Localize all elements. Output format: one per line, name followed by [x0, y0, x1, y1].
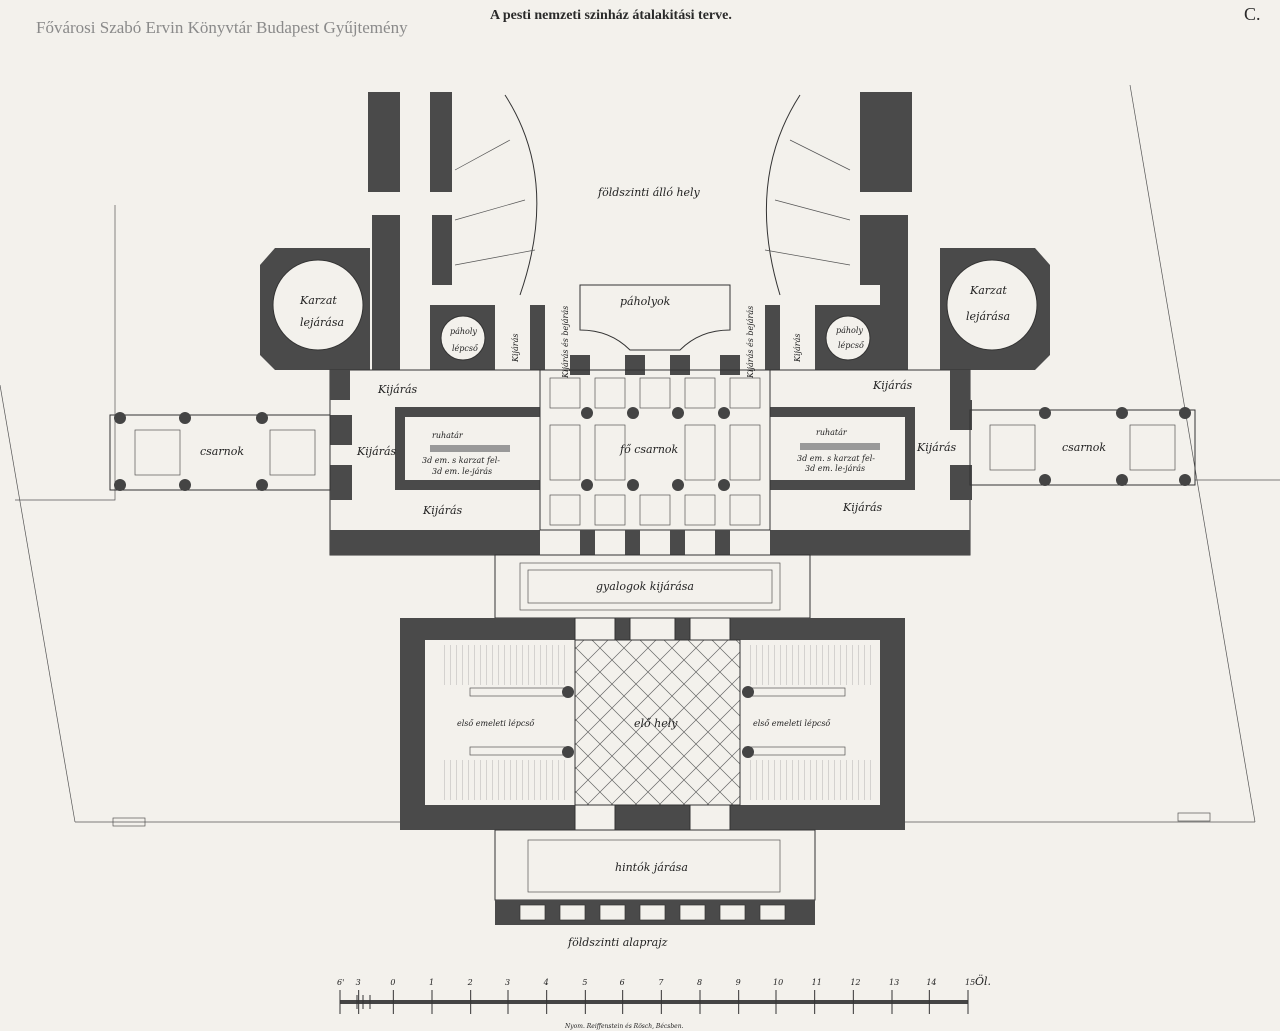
scale-tick-label: 5 [582, 978, 587, 987]
label-exit-ne: Kijárás [872, 379, 913, 392]
label-box-stair-left: páholy [450, 327, 477, 336]
scale-tick-label: 4 [543, 978, 549, 987]
main-hall-block [329, 369, 972, 556]
scale-tick-label: 0 [390, 978, 395, 987]
label-box-stair-right: páholy [836, 326, 863, 335]
label-cloakroom-right: ruhatár [816, 428, 848, 437]
side-hall-right [969, 407, 1196, 486]
label-front-area: elő hely [634, 717, 678, 730]
label-exit-e: Kijárás [916, 441, 957, 454]
pedestrian-exit [494, 554, 811, 619]
scale-tick-label: 6 [620, 978, 625, 987]
label-carriage-way: hintók járása [615, 861, 688, 874]
scale-unit: Öl. [975, 974, 991, 988]
carriage-way [494, 829, 816, 925]
label-main-hall: fő csarnok [619, 443, 679, 456]
label-gallery-up-left: 3d em. s karzat fel- [422, 456, 500, 465]
scale-tick-label: 9 [736, 978, 741, 987]
gallery-stair-right [940, 248, 1050, 370]
scale-tick-label: 1 [429, 978, 434, 987]
label-box-stair-right-2: lépcső [838, 341, 865, 350]
label-gallery-down-left: 3d em. le-járás [432, 467, 492, 476]
label-exit-sw: Kijárás [422, 504, 463, 517]
label-exit-se: Kijárás [842, 501, 883, 514]
label-gallery-stair-left-2: lejárása [300, 316, 344, 329]
scale-tick-label: 12 [850, 978, 860, 987]
label-exit-w: Kijárás [356, 445, 397, 458]
scale-tick-label: 3 [356, 978, 361, 987]
scale-tick-label: 14 [926, 978, 936, 987]
label-gallery-stair-left: Karzat [299, 294, 337, 307]
label-pedestrian-exit: gyalogok kijárása [596, 580, 694, 593]
label-exit-vertical-left: Kijárás [511, 334, 520, 363]
label-gallery-stair-right-2: lejárása [966, 310, 1010, 323]
label-gallery-down-right: 3d em. le-járás [805, 464, 865, 473]
gallery-stair-left [260, 248, 370, 370]
scale-tick-label: 8 [697, 978, 702, 987]
scale-tick-label: 15 [965, 978, 975, 987]
label-exit-entry-right: Kijárás és bejárás [746, 306, 755, 379]
label-cloakroom-left: ruhatár [432, 431, 464, 440]
vestibule-block [400, 617, 905, 831]
label-hall-right: csarnok [1062, 441, 1106, 454]
scale-tick-label: 10 [773, 978, 783, 987]
scale-tick-label: 13 [889, 978, 899, 987]
label-hall-left: csarnok [200, 445, 244, 458]
plan-caption: földszinti alaprajz [567, 936, 668, 949]
plan-title: A pesti nemzeti szinház átalakitási terv… [490, 8, 732, 23]
label-stair-right: első emeleti lépcső [753, 719, 831, 728]
site-lines [0, 84, 1280, 827]
scale-tick-label: 2 [467, 978, 473, 987]
scale-tick-label: 3 [505, 978, 510, 987]
label-exit-nw: Kijárás [377, 383, 418, 396]
label-box-stair-left-2: lépcső [452, 344, 479, 353]
box-stairs [430, 305, 880, 370]
scale-tick-label: 6' [337, 978, 344, 987]
side-hall-left [109, 412, 331, 491]
imprint: Nyom. Reiffenstein és Rösch, Bécsben. [564, 1023, 684, 1030]
scale-tick-label: 7 [658, 978, 664, 987]
label-stair-left: első emeleti lépcső [457, 719, 535, 728]
watermark: Fővárosi Szabó Ervin Könyvtár Budapest G… [36, 18, 408, 37]
label-gallery-up-right: 3d em. s karzat fel- [797, 454, 875, 463]
label-standing: földszinti álló hely [597, 186, 701, 199]
label-gallery-stair-right: Karzat [969, 284, 1007, 297]
plate-letter: C. [1244, 4, 1261, 24]
label-boxes: páholyok [620, 295, 671, 308]
label-exit-vertical-right: Kijárás [793, 334, 802, 363]
label-exit-entry-left: Kijárás és bejárás [561, 306, 570, 379]
scale-tick-label: 11 [812, 978, 822, 987]
auditorium-walls [368, 92, 912, 370]
